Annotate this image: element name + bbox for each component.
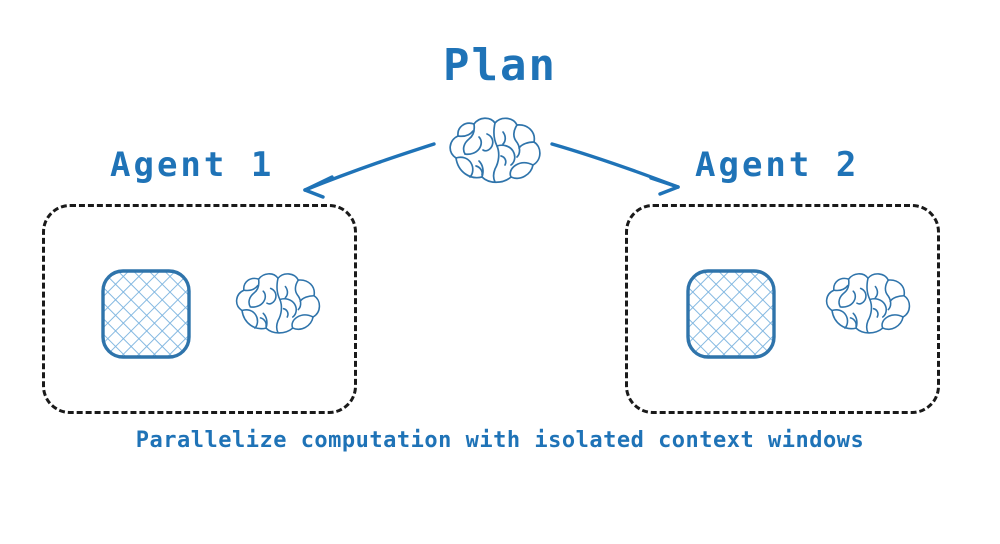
plan-brain-icon xyxy=(443,112,547,192)
agent-1-label: Agent 1 xyxy=(110,145,275,185)
agent-1-brain-icon xyxy=(230,268,326,342)
diagram-caption: Parallelize computation with isolated co… xyxy=(135,428,865,453)
arrow-plan-to-agent-1 xyxy=(303,142,436,199)
agent-1-context-window-icon xyxy=(100,268,192,360)
agent-2-box xyxy=(625,204,940,414)
agent-2-context-window-icon xyxy=(685,268,777,360)
agent-2-label: Agent 2 xyxy=(695,145,860,185)
agent-2-brain-icon xyxy=(820,268,916,342)
arrow-plan-to-agent-2 xyxy=(550,142,680,196)
agent-1-box xyxy=(42,204,357,414)
page-title: Plan xyxy=(443,40,557,91)
